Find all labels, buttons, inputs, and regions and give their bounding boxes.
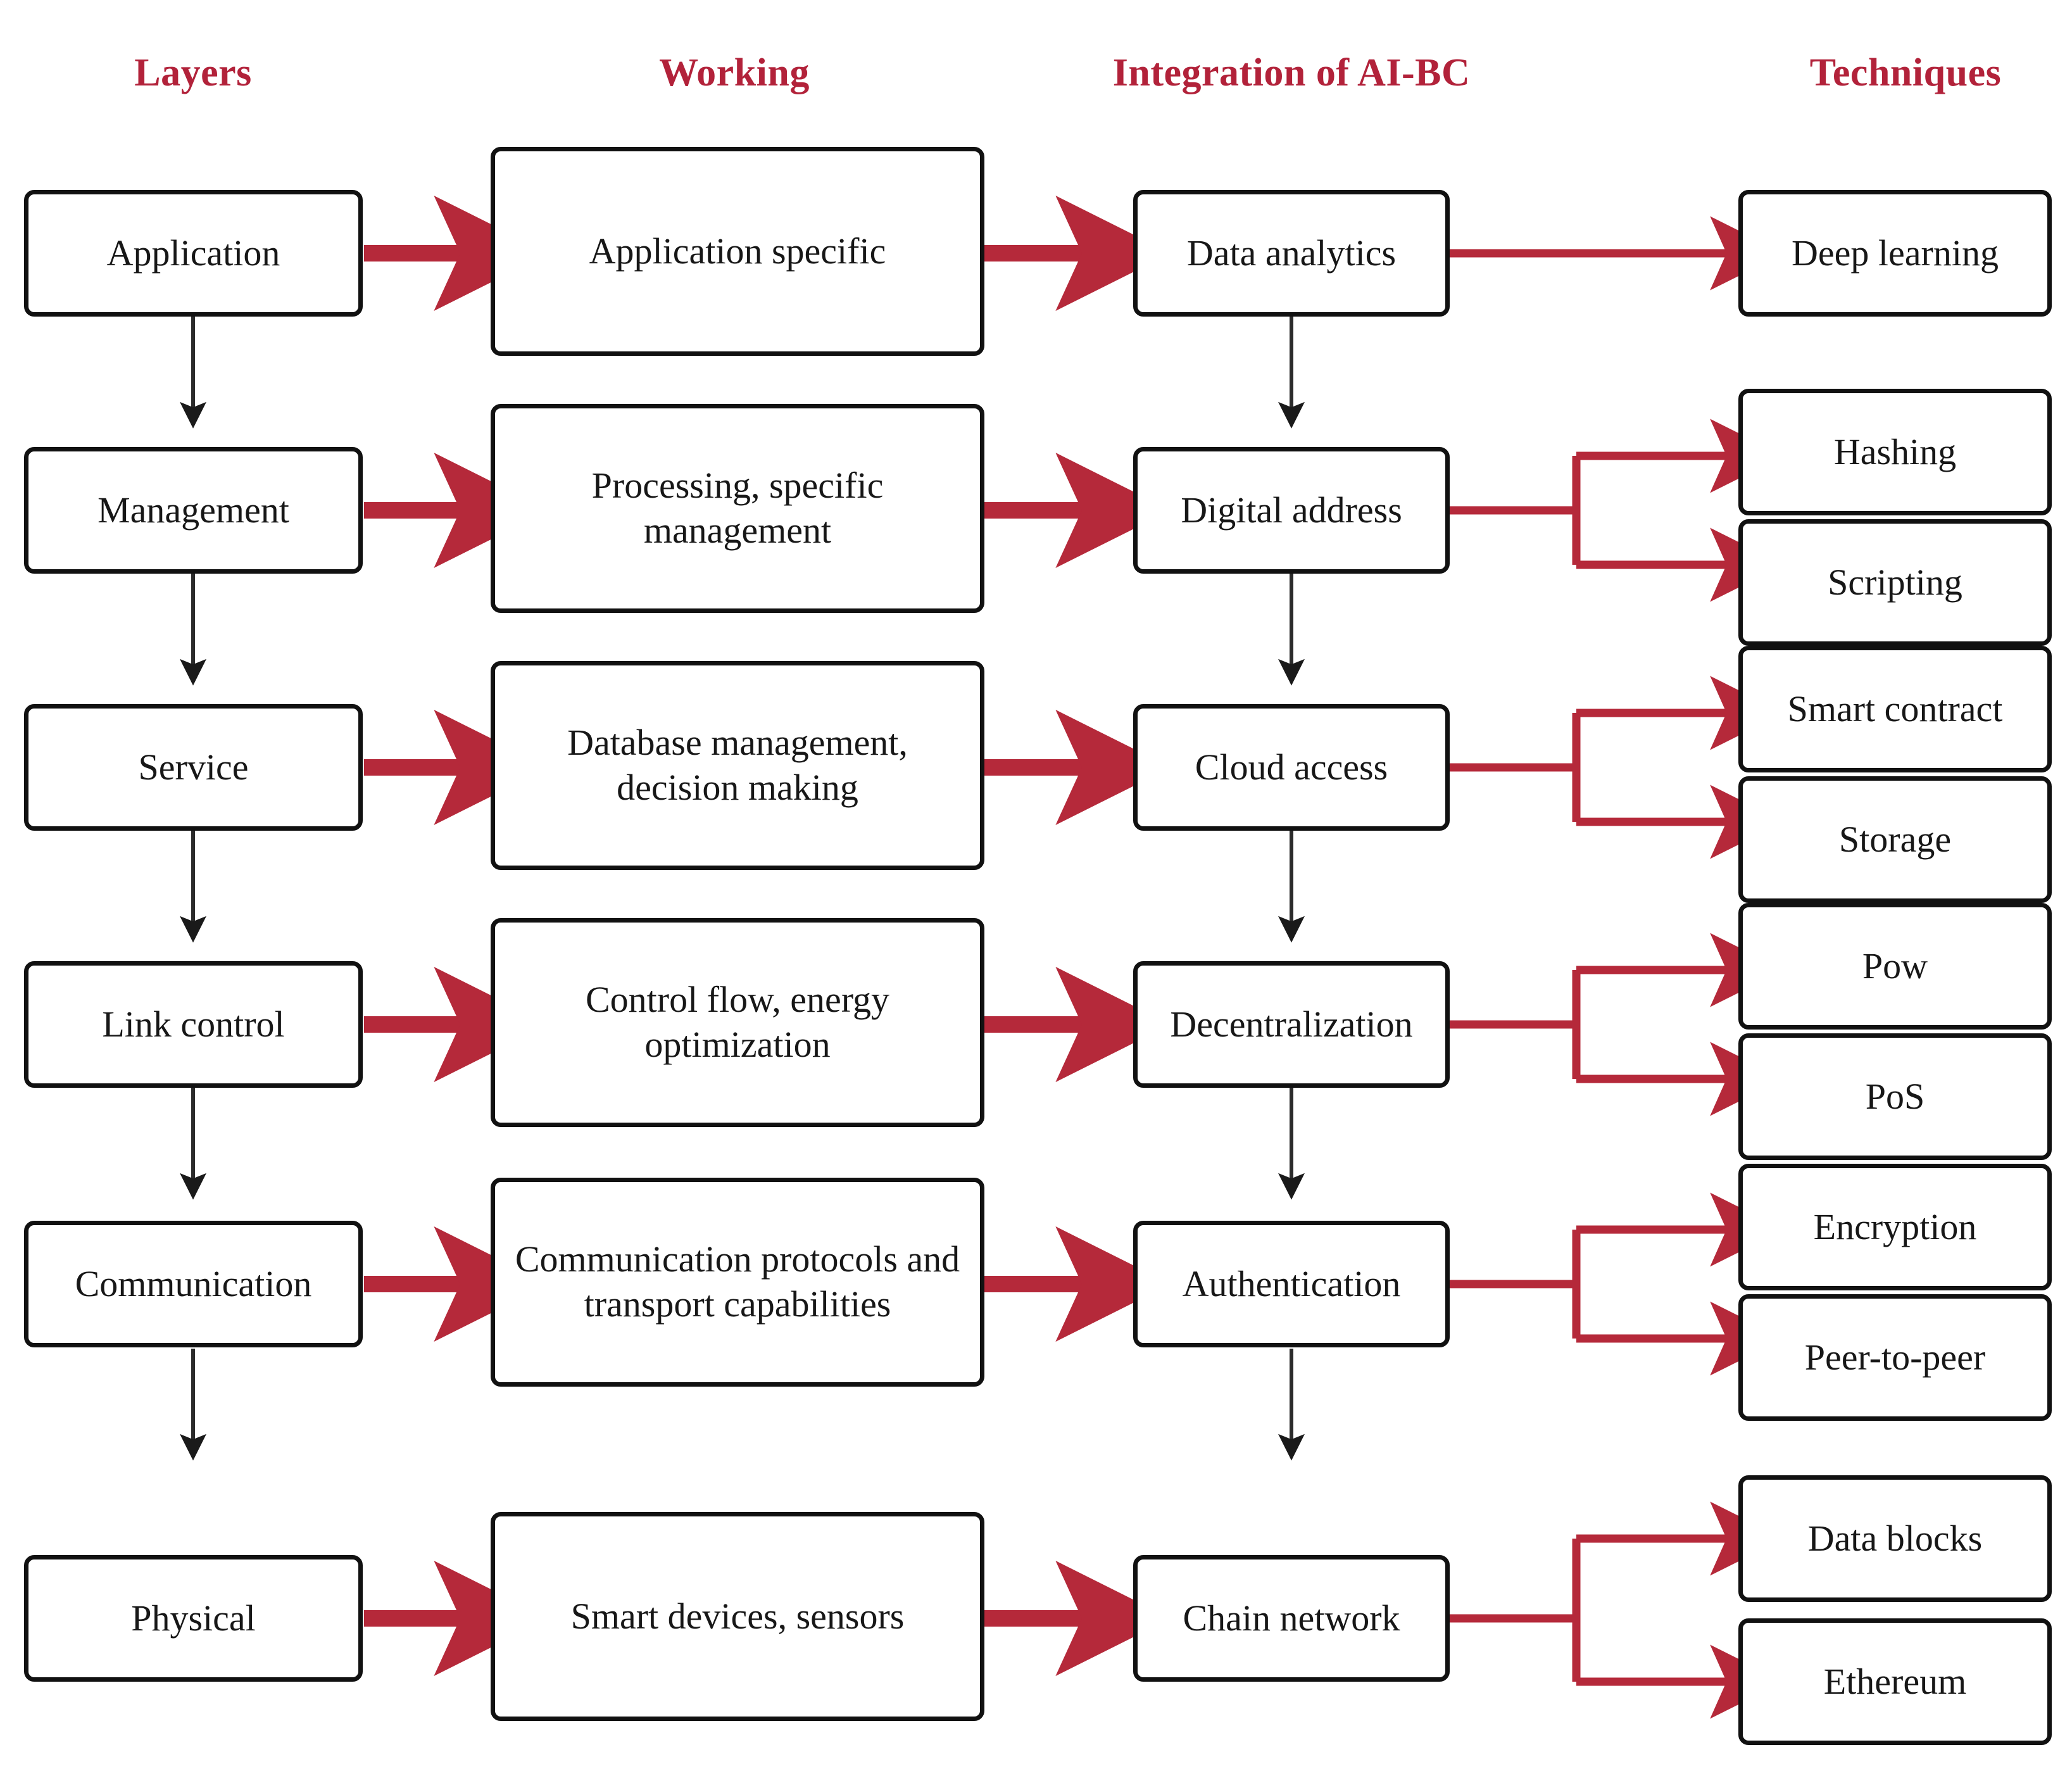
technique-box-deep-learning[interactable]: Deep learning (1738, 190, 2052, 317)
layer-box-management[interactable]: Management (24, 447, 363, 574)
column-header-techniques: Techniques (1809, 51, 2002, 94)
technique-box-pos[interactable]: PoS (1738, 1033, 2052, 1160)
working-box-processing-specific-management[interactable]: Processing, specific management (491, 404, 984, 613)
technique-box-smart-contract[interactable]: Smart contract (1738, 646, 2052, 772)
layer-box-communication[interactable]: Communication (24, 1221, 363, 1347)
layer-box-physical[interactable]: Physical (24, 1555, 363, 1682)
layer-box-application[interactable]: Application (24, 190, 363, 317)
working-box-application-specific[interactable]: Application specific (491, 147, 984, 356)
integration-box-data-analytics[interactable]: Data analytics (1133, 190, 1450, 317)
integration-box-authentication[interactable]: Authentication (1133, 1221, 1450, 1347)
column-header-integration: Integration of AI-BC (1112, 51, 1471, 94)
column-header-working: Working (659, 51, 810, 94)
integration-box-digital-address[interactable]: Digital address (1133, 447, 1450, 574)
column-header-layers: Layers (134, 51, 252, 94)
technique-box-ethereum[interactable]: Ethereum (1738, 1618, 2052, 1745)
technique-box-peer-to-peer[interactable]: Peer-to-peer (1738, 1294, 2052, 1421)
integration-box-chain-network[interactable]: Chain network (1133, 1555, 1450, 1682)
integration-box-cloud-access[interactable]: Cloud access (1133, 704, 1450, 831)
technique-box-storage[interactable]: Storage (1738, 776, 2052, 903)
technique-box-data-blocks[interactable]: Data blocks (1738, 1475, 2052, 1602)
integration-box-decentralization[interactable]: Decentralization (1133, 961, 1450, 1088)
technique-box-hashing[interactable]: Hashing (1738, 389, 2052, 515)
working-box-communication-protocols[interactable]: Communication protocols and transport ca… (491, 1178, 984, 1387)
working-box-control-flow-energy-optimization[interactable]: Control flow, energy optimization (491, 918, 984, 1127)
layer-box-service[interactable]: Service (24, 704, 363, 831)
working-box-smart-devices-sensors[interactable]: Smart devices, sensors (491, 1512, 984, 1721)
working-box-database-management-decision-making[interactable]: Database management, decision making (491, 661, 984, 870)
technique-box-pow[interactable]: Pow (1738, 903, 2052, 1030)
technique-box-encryption[interactable]: Encryption (1738, 1164, 2052, 1290)
technique-box-scripting[interactable]: Scripting (1738, 519, 2052, 646)
layer-box-link-control[interactable]: Link control (24, 961, 363, 1088)
